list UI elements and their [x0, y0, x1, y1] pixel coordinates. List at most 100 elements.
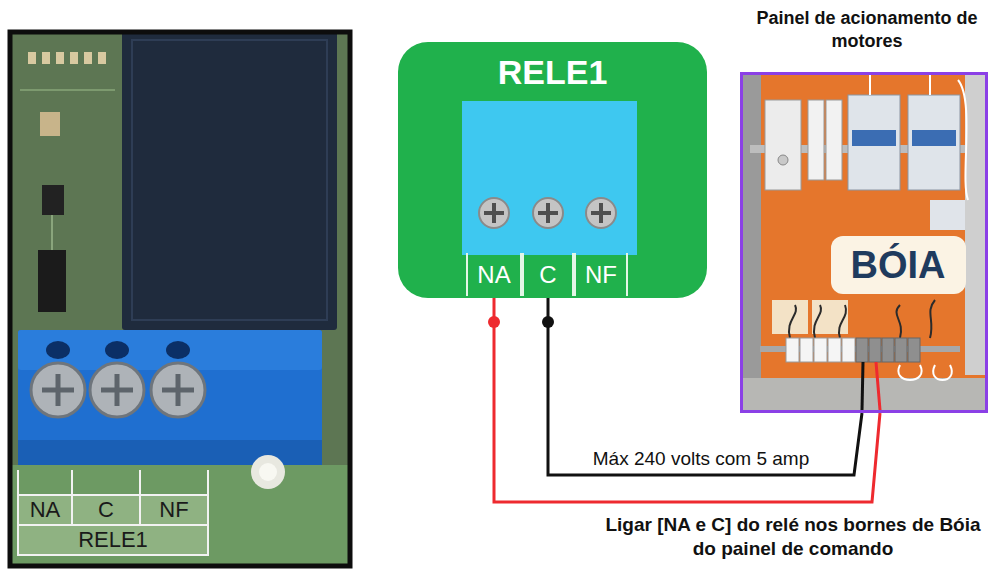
- screw: [533, 198, 563, 228]
- terminal-block: [462, 101, 637, 255]
- silkscreen-line: [139, 495, 141, 525]
- smd-resistor: [40, 112, 60, 136]
- timer-dial: [778, 155, 788, 165]
- wire-dot: [542, 316, 554, 328]
- terminal: [882, 338, 894, 362]
- screw-head: [586, 198, 616, 228]
- screw-head: [479, 198, 509, 228]
- float-switch-name: BÓIA: [851, 240, 946, 290]
- terminal-label: C: [522, 253, 574, 296]
- panel-wire: [870, 75, 968, 200]
- terminal: [856, 338, 868, 362]
- terminal: [786, 338, 799, 362]
- silkscreen-line: [71, 470, 73, 495]
- smd-part: [70, 52, 78, 64]
- smd-part: [98, 52, 106, 64]
- pcb-pin-label: C: [72, 495, 140, 525]
- screw-head: [31, 363, 85, 417]
- pcb-relay-label: RELE1: [18, 525, 208, 555]
- terminal: [895, 338, 907, 362]
- relay-box: RELE1NACNF: [398, 42, 707, 298]
- panel-backplate: [743, 75, 985, 410]
- standoff-center: [259, 463, 277, 481]
- contactor: [848, 95, 900, 190]
- photo-frame: [10, 32, 350, 566]
- red-wire: [494, 296, 880, 502]
- wire-hole: [46, 341, 70, 359]
- wire-dot: [488, 316, 500, 328]
- float-switch-tag: BÓIA: [831, 236, 966, 294]
- screw: [31, 363, 85, 417]
- screw-slot: [599, 203, 603, 223]
- relay-module: [930, 200, 965, 230]
- breaker: [808, 100, 824, 180]
- screw-slot: [176, 374, 181, 406]
- panel-wire: [898, 365, 951, 380]
- terminal: [908, 338, 920, 362]
- contactor: [908, 95, 960, 190]
- silkscreen-line: [139, 470, 141, 495]
- terminal-label: NF: [574, 253, 628, 296]
- terminal-name: NA: [468, 253, 520, 296]
- screw-head: [151, 363, 205, 417]
- smd-components: [20, 52, 115, 312]
- breaker: [826, 100, 842, 180]
- smd-part: [56, 52, 64, 64]
- terminal: [842, 338, 855, 362]
- panel-wall: [743, 75, 761, 410]
- terminal-row: [786, 338, 920, 362]
- pcb-trace: [20, 89, 115, 91]
- terminal-label: NA: [466, 253, 522, 296]
- timer-module: [765, 100, 801, 190]
- terminal: [828, 338, 841, 362]
- smd-part: [28, 52, 36, 64]
- panel-title: Painel de acionamento de motores: [727, 7, 996, 53]
- silkscreen-frame: [18, 495, 208, 555]
- relay-edge: [132, 40, 327, 320]
- red-wire-end: [876, 362, 880, 410]
- smd-part: [42, 52, 50, 64]
- smd-part: [84, 52, 92, 64]
- screw: [479, 198, 509, 228]
- relay-body: [122, 30, 337, 330]
- silkscreen-area: [18, 495, 208, 555]
- screw: [586, 198, 616, 228]
- motor-panel: Painel de acionamento de motoresBÓIA: [740, 72, 988, 413]
- screw: [90, 363, 144, 417]
- panel-wire: [789, 300, 935, 338]
- wire-hole: [166, 341, 190, 359]
- wire-hole: [105, 341, 129, 359]
- standoff: [251, 455, 285, 489]
- terminal-name: C: [524, 253, 572, 296]
- screw-slot: [56, 374, 61, 406]
- silkscreen-line: [71, 495, 73, 525]
- pcb-board: [8, 30, 352, 568]
- transistor: [42, 185, 64, 215]
- terminal-name: NF: [576, 253, 626, 296]
- pcb-pin-label: NA: [18, 495, 72, 525]
- contactor-window: [912, 130, 956, 146]
- relay-title: RELE1: [398, 50, 707, 94]
- terminal: [869, 338, 881, 362]
- screw-slot: [546, 203, 550, 223]
- terminal: [814, 338, 827, 362]
- panel-door: [965, 75, 985, 375]
- pcb-pin-label: NF: [140, 495, 208, 525]
- terminal: [800, 338, 813, 362]
- terminal-block: [18, 330, 322, 465]
- diode: [38, 250, 66, 312]
- silkscreen-line: [207, 470, 209, 495]
- silkscreen-line: [18, 524, 208, 526]
- black-wire: [548, 296, 862, 475]
- screw-head: [90, 363, 144, 417]
- black-wire-end: [862, 362, 863, 410]
- contactor-window: [852, 130, 896, 146]
- screw-slot: [492, 203, 496, 223]
- pcb-lower-area: [12, 465, 348, 565]
- silkscreen-line: [17, 470, 19, 495]
- wire-rating-label: Máx 240 volts com 5 amp: [590, 447, 812, 471]
- pcb-trace: [51, 215, 53, 250]
- screw: [151, 363, 205, 417]
